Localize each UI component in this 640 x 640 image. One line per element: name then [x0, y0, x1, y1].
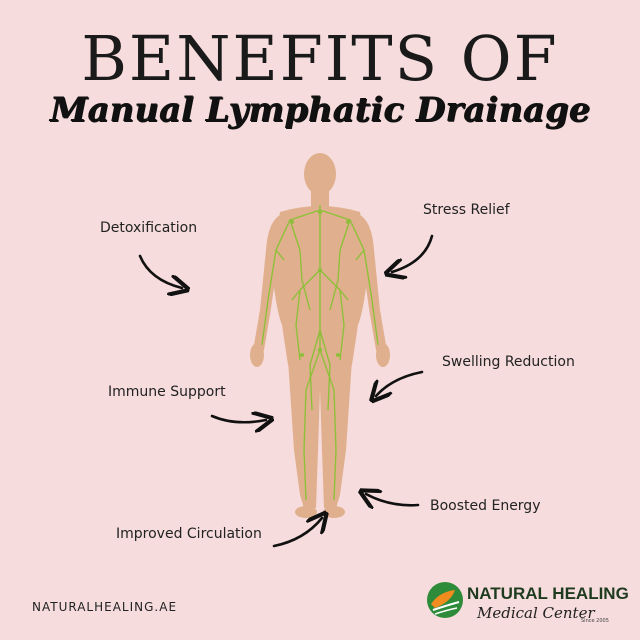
brand-logo: NATURAL HEALING Medical Center Since 200… — [425, 580, 629, 628]
page-subtitle: Manual Lymphatic Drainage — [49, 90, 591, 130]
arrow-boosted-energy — [366, 494, 420, 505]
logo-subtitle: Medical Center — [477, 604, 595, 622]
benefit-stress-relief: Stress Relief — [423, 202, 510, 218]
leaf-hand-logo-icon — [427, 582, 463, 618]
arrow-detoxification — [138, 254, 182, 288]
arrow-improved-circulation — [272, 518, 322, 548]
logo-name: NATURAL HEALING — [467, 584, 629, 603]
benefit-immune-support: Immune Support — [108, 384, 226, 400]
human-body-illustration — [250, 153, 390, 518]
page-title: BENEFITS OF — [81, 22, 559, 95]
arrow-swelling-reduction — [376, 370, 424, 396]
logo-since: Since 2005 — [581, 618, 609, 624]
benefit-improved-circulation: Improved Circulation — [116, 526, 262, 542]
arrow-immune-support — [210, 416, 266, 422]
benefit-boosted-energy: Boosted Energy — [430, 498, 541, 514]
benefit-detoxification: Detoxification — [100, 220, 198, 236]
arrow-stress-relief — [392, 234, 434, 272]
website-url: NATURALHEALING.AE — [32, 600, 178, 614]
benefit-swelling-reduction: Swelling Reduction — [442, 354, 575, 370]
